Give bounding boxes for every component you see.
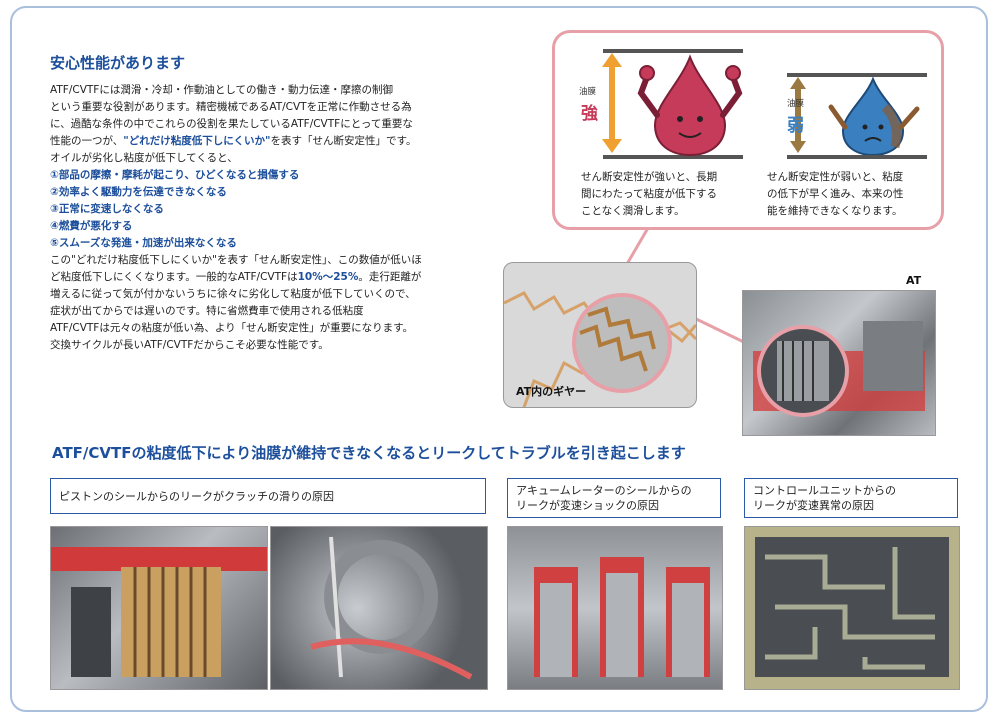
body-line: オイルが劣化し粘度が低下してくると、 — [50, 152, 238, 164]
body-line: に、過酷な条件の中でこれらの役割を果たしているATF/CVTFにとって重要な — [50, 118, 413, 130]
lower-plate — [787, 155, 927, 159]
section1-title: 安心性能があります — [50, 54, 186, 72]
emphasis: "どれだけ粘度低下しにくいか" — [123, 135, 271, 147]
shear-stability-callout: 油膜 強 せん断安定性が強いと、長期 間にわたって粘度が低下する ことなく潤滑し… — [552, 30, 944, 230]
problem-item: ②効率よく駆動力を伝達できなくなる — [50, 186, 227, 198]
piston-leak-caption: ピストンのシールからのリークがクラッチの滑りの原因 — [50, 478, 486, 514]
weak-oil-drop-icon — [828, 77, 920, 155]
section2-title: ATF/CVTFの粘度低下により油膜が維持できなくなるとリークしてトラブルを引き… — [52, 444, 686, 462]
gear-assembly-photo — [270, 526, 488, 690]
weak-label: 弱 — [787, 116, 804, 136]
body-line: ATF/CVTFには潤滑・冷却・作動油としての働き・動力伝達・摩擦の制御 — [50, 84, 394, 96]
body-line: 性能の一つが、"どれだけ粘度低下しにくいか"を表す「せん断安定性」です。 — [50, 135, 417, 147]
problem-item: ⑤スムーズな発進・加速が出来なくなる — [50, 237, 237, 249]
percent-range: 10%〜25% — [297, 271, 359, 283]
gear-label: AT内のギヤー — [516, 385, 587, 398]
lower-plate — [603, 155, 743, 159]
body-line: ATF/CVTFは元々の粘度が低い為、より「せん断安定性」が重要になります。 — [50, 322, 414, 334]
clutch-piston-photo — [50, 526, 268, 690]
film-label: 油膜 — [579, 87, 597, 97]
gear-teeth-icon — [504, 291, 696, 407]
control-unit-leak-caption: コントロールユニットからの リークが変速異常の原因 — [744, 478, 958, 518]
page-frame — [10, 6, 988, 712]
problem-item: ④燃費が悪化する — [50, 220, 133, 232]
transmission-icon — [753, 321, 925, 417]
body-line: 増えるに従って気が付かないうちに徐々に劣化して粘度が低下していくので、 — [50, 288, 416, 300]
strong-oil-drop-icon — [637, 54, 743, 157]
body-line: 交換サイクルが長いATF/CVTFだからこそ必要な性能です。 — [50, 339, 329, 351]
accumulator-leak-caption: アキュームレーターのシールからの リークが変速ショックの原因 — [507, 478, 721, 518]
at-label: AT — [906, 274, 922, 287]
accumulator-photo — [507, 526, 723, 690]
double-arrow-icon — [790, 77, 806, 153]
control-unit-photo — [744, 526, 960, 690]
body-line: ど粘度低下しにくくなります。一般的なATF/CVTFは10%〜25%。走行距離が — [50, 271, 422, 283]
body-line: この"どれだけ粘度低下しにくいか"を表す「せん断安定性」、この数値が低いほ — [50, 254, 422, 266]
weak-caption: せん断安定性が弱いと、粘度 の低下が早く進み、本来の性 能を維持できなくなります… — [767, 171, 904, 217]
upper-plate — [603, 49, 743, 53]
strong-caption: せん断安定性が強いと、長期 間にわたって粘度が低下する ことなく潤滑します。 — [581, 171, 718, 217]
problem-item: ①部品の摩擦・摩耗が起こり、ひどくなると損傷する — [50, 169, 300, 181]
body-line: 症状が出てからでは遅いのです。特に省燃費車で使用される低粘度 — [50, 305, 364, 317]
film-label: 油膜 — [787, 99, 805, 109]
double-arrow-icon — [602, 53, 622, 153]
upper-plate — [787, 73, 927, 77]
body-line: という重要な役割があります。精密機械であるAT/CVTを正常に作動させる為 — [50, 101, 412, 113]
gear-illustration: AT内のギヤー — [503, 262, 697, 408]
problem-item: ③正常に変速しなくなる — [50, 203, 164, 215]
strong-label: 強 — [581, 104, 598, 124]
section1-body: ATF/CVTFには潤滑・冷却・作動油としての働き・動力伝達・摩擦の制御 という… — [50, 82, 470, 354]
at-cutaway-photo — [742, 290, 936, 436]
